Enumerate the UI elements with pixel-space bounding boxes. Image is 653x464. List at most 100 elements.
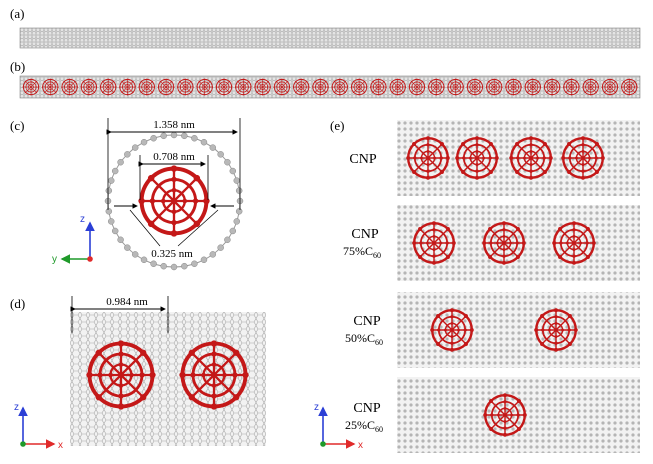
c-z-label: z [80,214,85,225]
e-row-1-fullerene-3 [552,221,596,265]
tube-atom [105,208,113,215]
panel-e-row-75: CNP 75%C60 [343,205,640,281]
panel-b-label: (b) [10,59,25,74]
e-row-0-fullerene-1 [406,136,450,180]
e-row-3-fullerenes [483,393,527,437]
panel-b-fullerene [138,78,156,96]
panel-c-tube-atoms [104,131,244,271]
panel-b-fullerene [215,78,233,96]
panel-c-label: (c) [10,118,24,133]
panel-b-fullerene [22,78,40,96]
c-x-axis-dot [87,256,93,262]
panel-b-fullerene [582,78,600,96]
e-y-axis-dot [320,441,326,447]
tube-atom [217,151,224,158]
panel-b-fullerene [543,78,561,96]
e-z-label: z [314,402,319,413]
panel-c-fullerene [138,165,210,237]
tube-atom [111,227,119,235]
panel-b-fullerene [234,78,252,96]
panel-b-fullerene [620,78,638,96]
panel-e-row-25: CNP 25%C60 [345,377,640,453]
panel-d-label: (d) [10,296,25,311]
e-row-0-name: CNP [349,152,376,167]
tube-atom [229,227,237,235]
e-row-2-name: CNP [353,314,380,329]
panel-b-fullerene [427,78,445,96]
tube-atom [217,244,224,251]
tube-atom [140,256,148,264]
panel-c-axis-triad: z y [52,214,95,265]
panel-d-side-view: 0.984 nm [70,296,266,446]
panel-b-fullerene [447,78,465,96]
e-row-2-fullerene-1 [430,308,474,352]
panel-b-fullerene [176,78,194,96]
tube-atom [107,177,115,184]
d-x-label: x [58,440,63,451]
panel-b-fullerene [292,78,310,96]
e-row-3-pct: 25%C60 [345,418,383,434]
tube-atom [181,132,188,140]
panel-d-fullerene-2 [179,340,249,410]
c-gap-leader-right [177,209,219,247]
panel-c-cross-section: 1.358 nm 0.708 nm 0.325 nm [104,118,244,271]
panel-b-fullerene [157,78,175,96]
c-gap-label: 0.325 nm [151,248,193,260]
tube-atom [105,187,113,194]
panel-b-fullerene [350,78,368,96]
panel-b-fullerene [196,78,214,96]
e-row-1-fullerene-1 [412,221,456,265]
panel-b-fullerene [312,78,329,96]
panel-b-fullerene [273,78,291,96]
tube-atom [224,236,231,244]
tube-atom [124,244,131,251]
d-z-label: z [14,402,19,413]
panel-b-fullerene [505,78,522,96]
c-outer-diameter-label: 1.358 nm [153,119,195,131]
panel-b-fullerene [119,78,136,96]
tube-atom [111,167,119,175]
panel-b-fullerene [524,78,542,96]
tube-atom [200,256,208,264]
panel-b-peapod [19,75,641,99]
e-row-2-fullerene-2 [534,308,578,352]
tube-atom [160,132,167,140]
tube-atom [191,260,198,268]
tube-atom [170,131,178,139]
tube-atom [233,218,241,225]
panel-d-axis-triad: z x [14,402,63,451]
panel-b-fullerene [389,78,407,96]
panel-b-fullerene [99,78,117,96]
e-row-1-pct: 75%C60 [343,244,381,260]
panel-b-fullerene [601,78,619,96]
c-gap-leader-left [129,209,161,247]
panel-b-fullerene [466,78,484,96]
panel-b-fullerene [485,78,503,96]
e-row-0-fullerene-3 [509,136,553,180]
e-row-1-fullerene-2 [482,221,526,265]
panel-e-label: (e) [330,118,344,133]
tube-atom [170,263,178,271]
d-y-axis-dot [20,441,26,447]
tube-atom [131,144,139,151]
e-row-3-name: CNP [353,401,380,416]
tube-atom [160,262,167,270]
panel-b-fullerene [562,78,580,96]
panel-b-fullerene [331,78,349,96]
tube-atom [124,151,131,158]
tube-atom [107,218,115,225]
tube-atom [233,177,241,184]
e-row-2-pct: 50%C60 [345,331,383,347]
panel-e-rows: CNP CNP 75%C60 CNP 50%C60 CNP 25%C60 [343,120,640,453]
c-fullerene-diameter-label: 0.708 nm [153,151,195,163]
e-row-0-fullerene-2 [455,136,499,180]
tube-atom [235,187,243,194]
tube-atom [200,138,208,146]
tube-atom [131,251,139,258]
panel-e-axis-triad: z x [314,402,363,451]
panel-b-fullerene [408,78,426,96]
tube-atom [150,134,157,142]
panel-e-row-cnp: CNP [349,120,640,196]
panel-b-fullerene [80,78,98,96]
